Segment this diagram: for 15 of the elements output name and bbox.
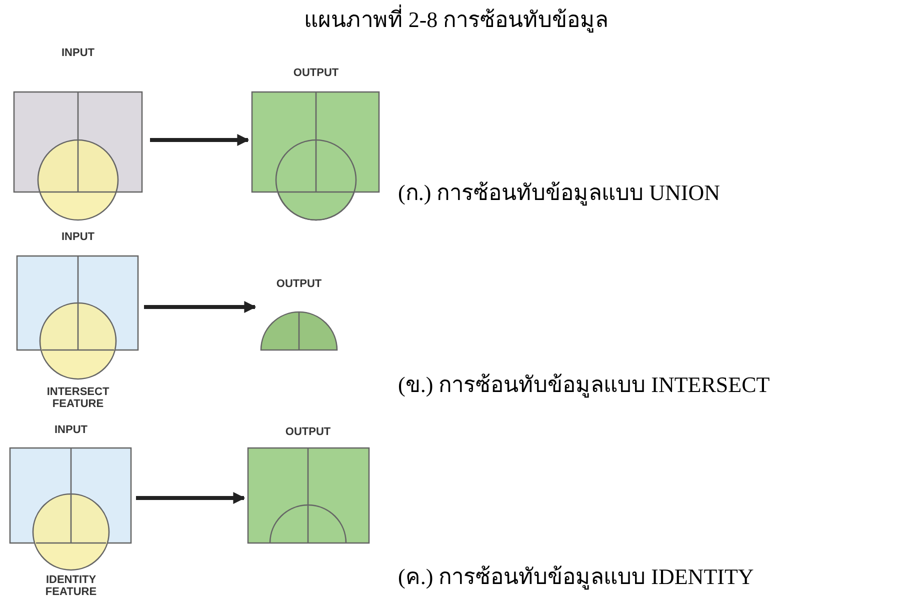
feature-label: IDENTITY FEATURE bbox=[44, 574, 98, 598]
arrow bbox=[136, 492, 246, 504]
caption-text: (ก.) การซ้อนทับข้อมูลแบบ UNION bbox=[398, 180, 720, 206]
layer-label: OUTPUT bbox=[293, 67, 339, 80]
arrow bbox=[150, 134, 250, 146]
layer-label: OUTPUT bbox=[276, 278, 322, 291]
layer-label: OUTPUT bbox=[285, 426, 331, 439]
layer-label: INPUT bbox=[62, 47, 94, 60]
arrow bbox=[144, 301, 256, 313]
layer-label: INPUT bbox=[62, 231, 94, 244]
feature-label: INTERSECT FEATURE bbox=[46, 386, 110, 410]
diagram-title: แผนภาพที่ 2-8 การซ้อนทับข้อมูล bbox=[0, 6, 912, 34]
caption-text: (ค.) การซ้อนทับข้อมูลแบบ IDENTITY bbox=[398, 564, 754, 590]
caption-text: (ข.) การซ้อนทับข้อมูลแบบ INTERSECT bbox=[398, 372, 770, 398]
layer-label: INPUT bbox=[54, 424, 88, 437]
